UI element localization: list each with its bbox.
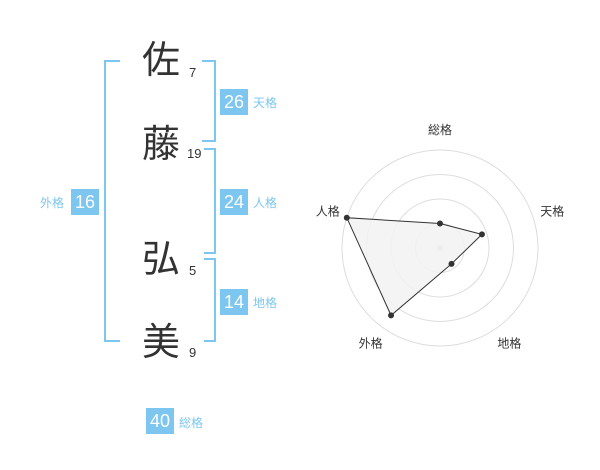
tenkaku-label: 天格 <box>253 96 278 110</box>
chikaku-bracket <box>204 258 216 342</box>
jinkaku-bracket <box>204 148 216 254</box>
radar-point-1 <box>437 220 443 227</box>
gaikaku-label: 外格 <box>40 196 65 210</box>
stroke-count-1: 7 <box>189 65 197 80</box>
name-char-1: 佐 <box>141 38 180 82</box>
soukaku-value-badge: 40 <box>146 408 174 434</box>
tenkaku-bracket <box>202 60 216 142</box>
soukaku-label: 総格 <box>179 416 204 430</box>
radar-ring <box>341 149 539 347</box>
chikaku-label: 地格 <box>253 296 278 310</box>
jinkaku-label: 人格 <box>253 196 278 210</box>
radar-axis-label-1: 総格 <box>428 122 452 137</box>
radar-axis-label-3: 地格 <box>497 335 521 350</box>
radar-axis-label-4: 外格 <box>359 335 383 350</box>
radar-point-5 <box>343 214 350 221</box>
radar-axis-label-5: 人格 <box>316 204 340 219</box>
tenkaku-value-badge: 26 <box>220 89 248 115</box>
radar-axis-label-2: 天格 <box>540 204 564 219</box>
radar-point-3 <box>448 260 455 267</box>
radar-polygon <box>345 217 483 317</box>
jinkaku-value-badge: 24 <box>220 189 248 215</box>
name-char-3: 弘 <box>141 237 180 281</box>
stroke-count-3: 5 <box>189 263 197 278</box>
gaikaku-bracket <box>104 60 120 342</box>
gaikaku-value-badge: 16 <box>71 189 99 215</box>
chikaku-value-badge: 14 <box>220 289 248 315</box>
radar-point-2 <box>478 231 485 238</box>
name-char-4: 美 <box>141 320 180 364</box>
radar-point-4 <box>388 312 395 319</box>
name-char-2: 藤 <box>141 122 180 166</box>
stroke-count-4: 9 <box>189 345 197 360</box>
stroke-count-2: 19 <box>187 146 202 161</box>
